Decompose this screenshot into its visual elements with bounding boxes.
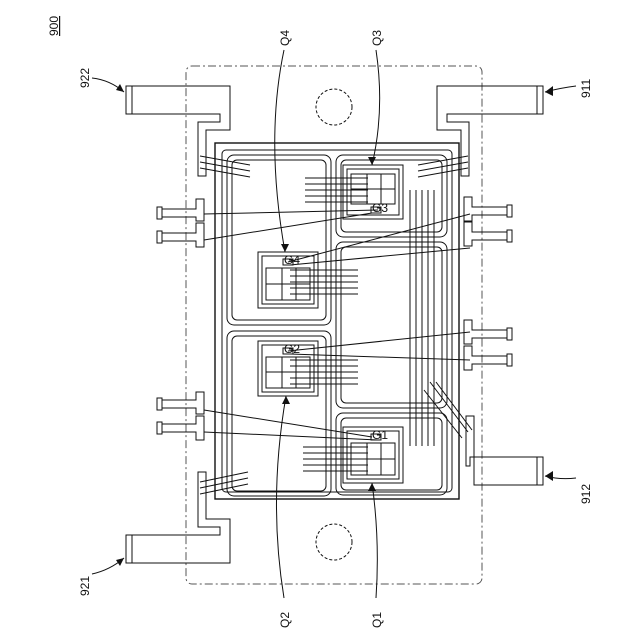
chip-q3-mark: G3 (372, 201, 388, 215)
mounting-hole-bottom (316, 524, 352, 560)
leader-q3 (372, 50, 380, 165)
mounting-hole-top (316, 89, 352, 125)
terminal-912 (466, 416, 543, 485)
signal-pin-left-3 (157, 392, 204, 414)
label-922: 922 (78, 68, 92, 88)
wires-upper-left (200, 156, 250, 177)
terminal-911 (437, 86, 543, 176)
signal-pin-right-1 (464, 197, 512, 221)
signal-pin-left-2 (157, 223, 204, 247)
signal-pin-left-4 (157, 416, 204, 440)
leader-q4 (275, 50, 285, 252)
label-q2: Q2 (278, 612, 292, 628)
bond-wires-q2 (290, 360, 358, 384)
label-q4: Q4 (278, 30, 292, 46)
signal-pin-right-2 (464, 222, 512, 246)
bond-wires-q4 (290, 270, 358, 294)
label-q3: Q3 (370, 30, 384, 46)
arrow-heads (116, 84, 553, 566)
label-912: 912 (579, 484, 593, 504)
signal-pin-right-4 (464, 346, 512, 370)
wires-lower-right (424, 382, 472, 438)
leader-q1 (372, 483, 377, 598)
leader-q2 (276, 396, 286, 598)
label-q1: Q1 (370, 612, 384, 628)
figure-number: 900 (47, 16, 61, 36)
inner-frame (222, 150, 452, 492)
label-921: 921 (78, 576, 92, 596)
signal-pin-left-1 (157, 199, 204, 221)
signal-pin-right-3 (464, 320, 512, 344)
label-911: 911 (579, 79, 593, 98)
